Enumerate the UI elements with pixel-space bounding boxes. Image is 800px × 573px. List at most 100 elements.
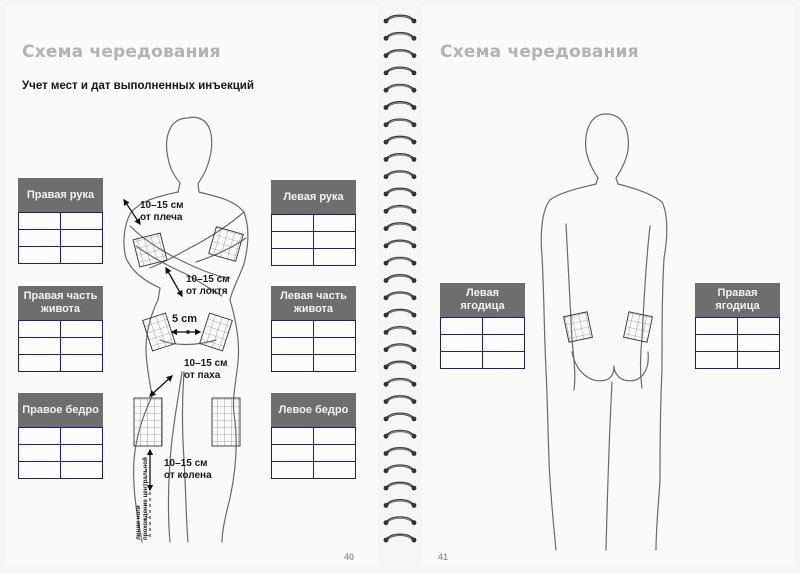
binding-ring-highlight	[388, 361, 412, 366]
grid-cell[interactable]	[482, 317, 525, 335]
binding-ring-highlight	[388, 378, 412, 383]
binding-ring-highlight	[388, 448, 412, 452]
annotation-shoulder-ref: от плеча	[140, 212, 183, 223]
back-buttocks	[571, 351, 649, 382]
grid-left-abdomen: Левая часть живота	[271, 286, 356, 372]
grid-cell[interactable]	[271, 461, 314, 479]
back-body-figure	[540, 113, 668, 551]
annotation-arrows	[123, 198, 202, 540]
grid-cell[interactable]	[18, 337, 61, 355]
binding-ring-highlight	[388, 344, 412, 349]
grid-cell[interactable]	[313, 231, 356, 249]
grid-cell[interactable]	[313, 354, 356, 372]
grid-left-arm: Левая рука	[271, 180, 356, 266]
right-page-title: Схема чередования	[440, 42, 639, 62]
grid-table-left-arm	[271, 214, 356, 266]
grid-cell[interactable]	[60, 337, 103, 355]
grid-cell[interactable]	[440, 351, 483, 369]
patch-right-buttock	[623, 311, 653, 343]
grid-cell[interactable]	[18, 354, 61, 372]
patch-right-thigh	[133, 397, 163, 447]
grid-cell[interactable]	[60, 354, 103, 372]
patch-right-arm	[132, 232, 168, 268]
back-head	[585, 113, 629, 185]
grid-cell[interactable]	[18, 246, 61, 264]
binding-ring-highlight	[388, 500, 412, 504]
grid-cell[interactable]	[737, 351, 780, 369]
binding-ring-highlight	[388, 119, 412, 124]
patch-left-thigh	[211, 397, 241, 447]
grid-right-thigh: Правое бедро	[18, 393, 103, 479]
grid-cell[interactable]	[313, 248, 356, 266]
grid-cell[interactable]	[695, 351, 738, 369]
binding-ring-highlight	[388, 482, 412, 487]
grid-cell[interactable]	[18, 444, 61, 462]
left-page-subtitle: Учет мест и дат выполненных инъекций	[22, 80, 254, 92]
binding-ring-highlight	[388, 534, 412, 539]
binding-ring-highlight	[388, 50, 412, 54]
annotation-knee-distance: 10–15 см	[164, 458, 208, 469]
grid-cell[interactable]	[18, 229, 61, 247]
patch-left-arm	[208, 226, 244, 262]
right-page-number: 41	[438, 552, 448, 562]
binding-ring-highlight	[388, 292, 412, 297]
grid-cell[interactable]	[271, 248, 314, 266]
grid-cell[interactable]	[271, 231, 314, 249]
binding-ring-highlight	[388, 188, 412, 193]
grid-cell[interactable]	[60, 246, 103, 264]
grid-cell[interactable]	[313, 320, 356, 338]
front-injection-patches	[132, 226, 244, 447]
binding-ring-highlight	[388, 84, 412, 89]
grid-cell[interactable]	[271, 354, 314, 372]
annotation-knee-ref: от колена	[164, 470, 212, 481]
spiral-binding	[383, 14, 417, 543]
grid-cell[interactable]	[271, 214, 314, 232]
grid-cell[interactable]	[60, 461, 103, 479]
grid-cell[interactable]	[271, 427, 314, 445]
grid-cell[interactable]	[482, 334, 525, 352]
grid-table-right-thigh	[18, 427, 103, 479]
grid-cell[interactable]	[60, 320, 103, 338]
grid-label-right-arm: Правая рука	[18, 178, 103, 212]
grid-cell[interactable]	[271, 444, 314, 462]
annotation-groin-distance: 10–15 см	[184, 358, 228, 369]
groin-arrow	[149, 375, 173, 397]
binding-ring-highlight	[388, 240, 412, 245]
binding-ring-highlight	[388, 102, 412, 106]
grid-cell[interactable]	[440, 317, 483, 335]
binding-ring-highlight	[388, 32, 412, 37]
binding-ring-highlight	[388, 223, 412, 227]
binding-ring-highlight	[388, 67, 412, 72]
grid-cell[interactable]	[18, 320, 61, 338]
grid-cell[interactable]	[18, 461, 61, 479]
binding-ring-highlight	[388, 154, 412, 158]
grid-cell[interactable]	[482, 351, 525, 369]
back-left-arm-inner	[565, 223, 576, 391]
grid-right-buttock: Правая ягодица	[695, 283, 780, 369]
grid-cell[interactable]	[313, 337, 356, 355]
back-right-arm-inner	[639, 225, 651, 389]
binding-ring-highlight	[388, 275, 412, 279]
annotation-navel-distance: 5 cm	[172, 313, 197, 325]
binding-ring-highlight	[388, 465, 412, 470]
grid-cell[interactable]	[18, 427, 61, 445]
grid-left-thigh: Левое бедро	[271, 393, 356, 479]
grid-cell[interactable]	[271, 320, 314, 338]
binding-ring-highlight	[388, 430, 412, 435]
annotation-elbow-ref: от локтя	[186, 286, 228, 297]
grid-cell[interactable]	[60, 229, 103, 247]
binding-ring-highlight	[388, 309, 412, 314]
binding-ring-highlight	[388, 327, 412, 331]
binding-ring-highlight	[388, 171, 412, 176]
grid-cell[interactable]	[695, 334, 738, 352]
grid-table-right-abdomen	[18, 320, 103, 372]
grid-cell[interactable]	[737, 317, 780, 335]
patch-right-abdomen	[142, 312, 176, 352]
grid-cell[interactable]	[313, 461, 356, 479]
grid-cell[interactable]	[313, 427, 356, 445]
annotation-groin-ref: от паха	[184, 370, 221, 381]
shoulder-arrow	[123, 198, 141, 226]
binding-ring-highlight	[388, 205, 412, 210]
grid-table-right-arm	[18, 212, 103, 264]
